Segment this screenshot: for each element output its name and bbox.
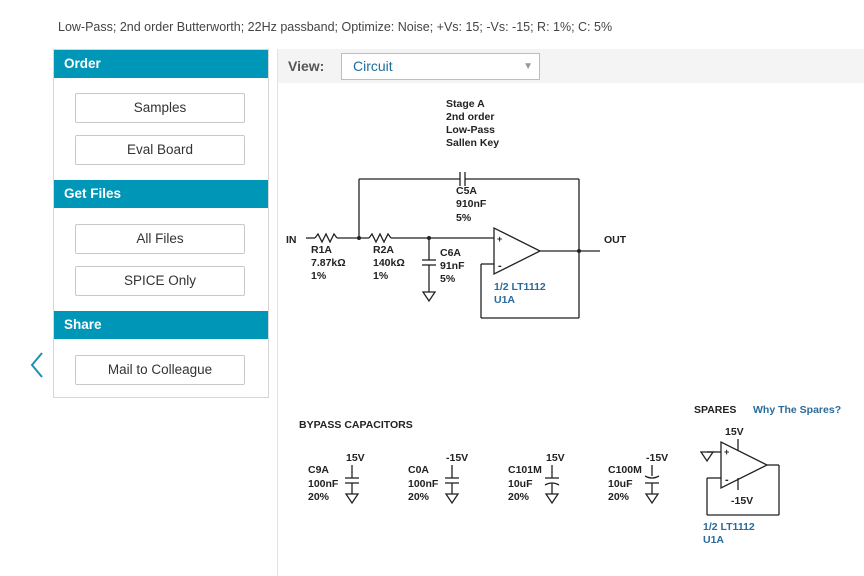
- spares-title: SPARES: [694, 404, 736, 416]
- cap-tol: 20%: [508, 491, 530, 503]
- cap-rail: -15V: [446, 452, 468, 464]
- design-summary: Low-Pass; 2nd order Butterworth; 22Hz pa…: [58, 20, 613, 34]
- r2-tol: 1%: [373, 270, 389, 282]
- cap-name: C0A: [408, 464, 429, 476]
- why-spares-link[interactable]: Why The Spares?: [753, 404, 841, 416]
- cap-rail: 15V: [346, 452, 365, 464]
- view-label: View:: [288, 58, 325, 74]
- view-select[interactable]: Circuit ▼: [341, 53, 540, 80]
- chevron-left-icon[interactable]: [28, 350, 48, 380]
- cap-value: 100nF: [408, 478, 439, 490]
- c6-tol: 5%: [440, 273, 456, 285]
- r2-value: 140kΩ: [373, 257, 405, 269]
- cap-name: C101M: [508, 464, 542, 476]
- get-files-header: Get Files: [54, 180, 268, 208]
- cap-name: C9A: [308, 464, 329, 476]
- share-header: Share: [54, 311, 268, 339]
- bypass-cap-c0a: -15V C0A 100nF 20%: [408, 452, 468, 505]
- bypass-title: BYPASS CAPACITORS: [299, 419, 413, 431]
- c5-value: 910nF: [456, 198, 487, 210]
- order-header: Order: [54, 50, 268, 78]
- samples-button[interactable]: Samples: [75, 93, 245, 123]
- r1-tol: 1%: [311, 270, 327, 282]
- spare-plus: +: [724, 447, 729, 457]
- r1-name: R1A: [311, 244, 332, 256]
- wires: [306, 172, 600, 319]
- cap-value: 10uF: [508, 478, 533, 490]
- spare-vneg: -15V: [731, 495, 753, 507]
- eval-board-button[interactable]: Eval Board: [75, 135, 245, 165]
- sidebar: Order Samples Eval Board Get Files All F…: [53, 49, 269, 398]
- out-label: OUT: [604, 234, 627, 246]
- cap-tol: 20%: [608, 491, 630, 503]
- stage-label-4: Sallen Key: [446, 137, 499, 149]
- c6-value: 91nF: [440, 260, 465, 272]
- spare-ref: U1A: [703, 534, 724, 546]
- opamp-minus: -: [498, 260, 502, 272]
- cap-value: 10uF: [608, 478, 633, 490]
- cap-tol: 20%: [408, 491, 430, 503]
- stage-label-2: 2nd order: [446, 111, 494, 123]
- cap-rail: -15V: [646, 452, 668, 464]
- cap-name: C100M: [608, 464, 642, 476]
- r1-value: 7.87kΩ: [311, 257, 346, 269]
- cap-value: 100nF: [308, 478, 339, 490]
- in-label: IN: [286, 234, 297, 246]
- c5-tol: 5%: [456, 212, 472, 224]
- all-files-button[interactable]: All Files: [75, 224, 245, 254]
- spare-part: 1/2 LT1112: [703, 521, 755, 533]
- bypass-cap-c101m: 15V C101M 10uF 20%: [508, 452, 565, 505]
- opamp-ref: U1A: [494, 294, 515, 306]
- c6-name: C6A: [440, 247, 461, 259]
- stage-label-1: Stage A: [446, 98, 485, 110]
- spare-opamp: [699, 439, 780, 516]
- main-divider: [277, 49, 278, 576]
- view-select-value: Circuit: [353, 58, 393, 74]
- opamp-plus: +: [497, 234, 502, 244]
- mail-colleague-button[interactable]: Mail to Colleague: [75, 355, 245, 385]
- spice-only-button[interactable]: SPICE Only: [75, 266, 245, 296]
- spare-minus: -: [725, 474, 729, 486]
- caret-down-icon: ▼: [523, 61, 533, 72]
- bypass-cap-c9a: 15V C9A 100nF 20%: [308, 452, 365, 505]
- r2-name: R2A: [373, 244, 394, 256]
- stage-label-3: Low-Pass: [446, 124, 495, 136]
- c5-name: C5A: [456, 185, 477, 197]
- cap-tol: 20%: [308, 491, 330, 503]
- cap-rail: 15V: [546, 452, 565, 464]
- bypass-cap-c100m: -15V C100M 10uF 20%: [608, 452, 668, 505]
- opamp-part: 1/2 LT1112: [494, 281, 546, 293]
- spare-vpos: 15V: [725, 426, 744, 438]
